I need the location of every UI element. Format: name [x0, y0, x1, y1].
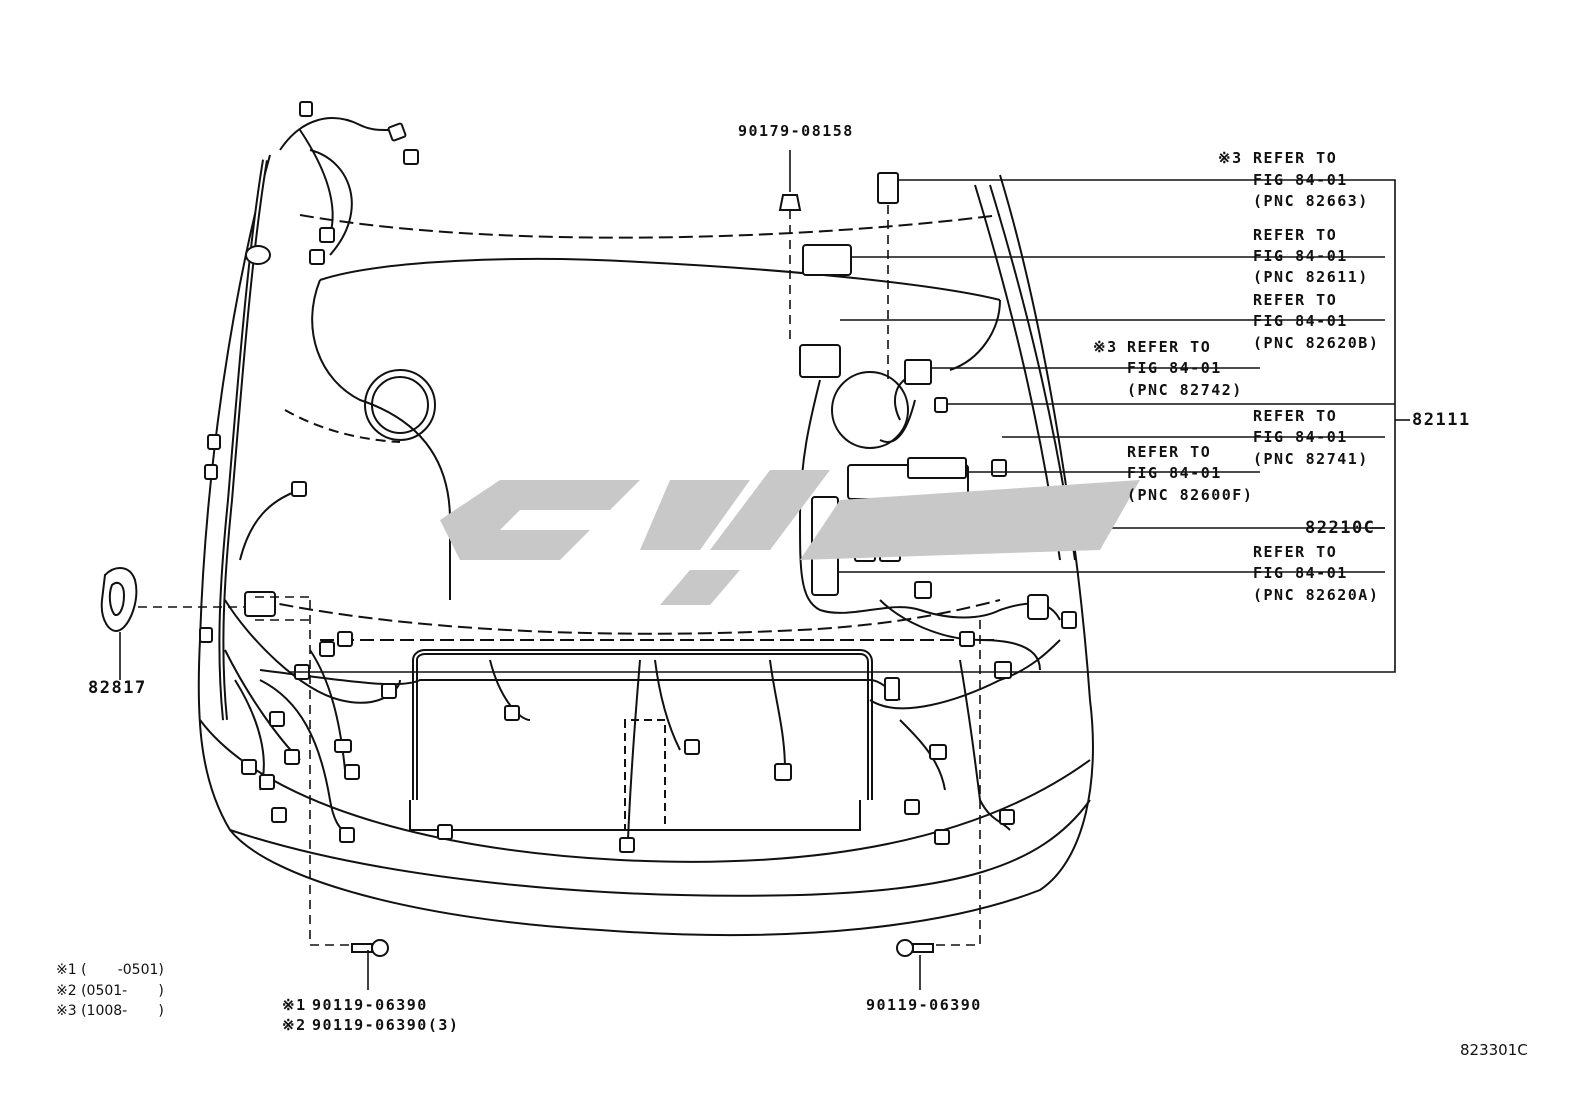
refer-line1-82611: REFER TO — [1253, 226, 1338, 244]
refer-line2-82741: FIG 84-01 — [1253, 428, 1348, 446]
part-label-82817: 82817 — [88, 678, 147, 698]
harness-left-trunk — [218, 159, 268, 721]
body-outline — [197, 154, 1094, 937]
refer-line1-82600F: REFER TO — [1127, 443, 1212, 461]
refer-line3-82620B: (PNC 82620B) — [1253, 334, 1380, 352]
refer-line2-82620B: FIG 84-01 — [1253, 312, 1348, 330]
refer-mark-82742: ※3 — [1093, 338, 1118, 356]
engine-cover — [319, 258, 1001, 301]
note-1: ※1 ( -0501) — [56, 962, 164, 978]
refer-line3-82620A: (PNC 82620A) — [1253, 586, 1380, 604]
refer-line3-82742: (PNC 82742) — [1127, 381, 1243, 399]
mark-1: ※1 — [282, 996, 307, 1014]
refer-line1-82663: REFER TO — [1253, 149, 1338, 167]
refer-line2-82611: FIG 84-01 — [1253, 247, 1348, 265]
refer-line1-82620B: REFER TO — [1253, 291, 1338, 309]
refer-line3-82741: (PNC 82741) — [1253, 450, 1369, 468]
bolt-left-icon — [351, 939, 389, 957]
part-label-90119-06390-left-2: 90119-06390(3) — [312, 1016, 460, 1034]
mark-2: ※2 — [282, 1016, 307, 1034]
refer-line2-82600F: FIG 84-01 — [1127, 464, 1222, 482]
note-2: ※2 (0501- ) — [56, 983, 164, 999]
bolt-right-icon — [896, 939, 934, 957]
refer-line2-82742: FIG 84-01 — [1127, 359, 1222, 377]
refer-line3-82663: (PNC 82663) — [1253, 192, 1369, 210]
refer-line2-82620A: FIG 84-01 — [1253, 564, 1348, 582]
refer-line1-82620A: REFER TO — [1253, 543, 1338, 561]
figure-code: 823301C — [1460, 1041, 1528, 1059]
refer-line3-82600F: (PNC 82600F) — [1127, 486, 1254, 504]
part-label-82111: 82111 — [1412, 410, 1471, 430]
refer-line1-82742: REFER TO — [1127, 338, 1212, 356]
note-3: ※3 (1008- ) — [56, 1003, 164, 1019]
refer-line1-82741: REFER TO — [1253, 407, 1338, 425]
refer-line2-82663: FIG 84-01 — [1253, 171, 1348, 189]
refer-mark-82663: ※3 — [1218, 149, 1243, 167]
radiator-frame — [412, 649, 873, 800]
part-label-90119-06390-right: 90119-06390 — [866, 996, 982, 1014]
part-label-82210C: 82210C — [1305, 518, 1376, 538]
part-label-90119-06390-left-1: 90119-06390 — [312, 996, 428, 1014]
nut-icon — [778, 194, 802, 211]
watermark-logo — [440, 470, 1140, 605]
refer-line3-82611: (PNC 82611) — [1253, 268, 1369, 286]
part-label-90179-08158: 90179-08158 — [738, 122, 854, 140]
